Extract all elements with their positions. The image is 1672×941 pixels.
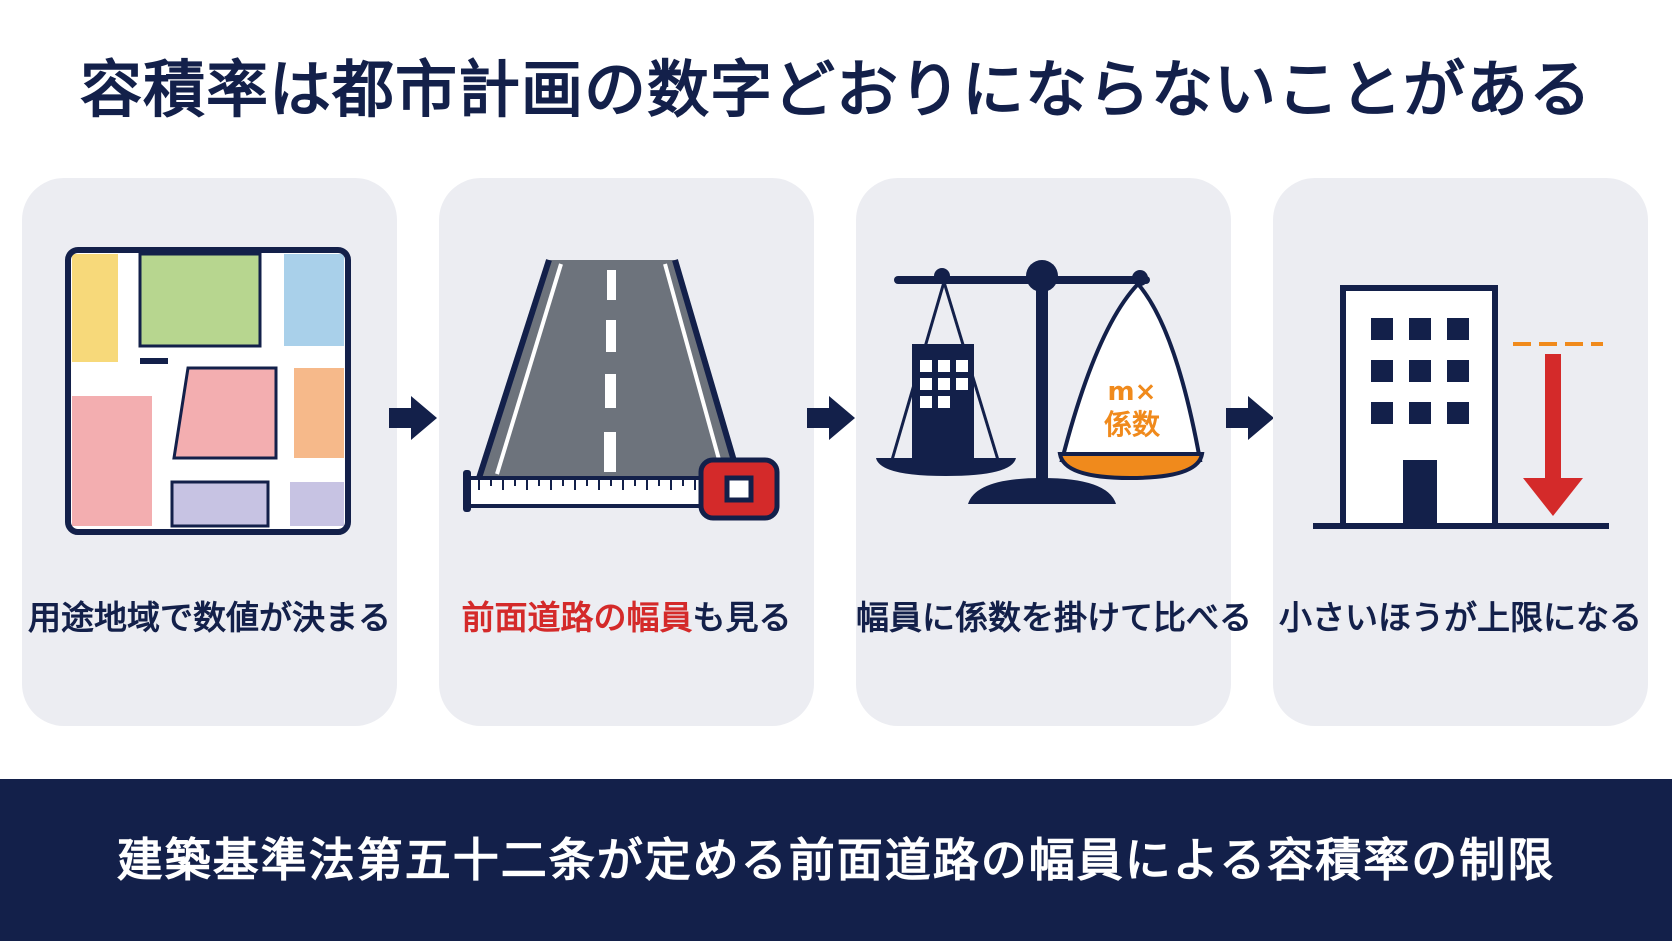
arrow-right-icon — [807, 396, 855, 440]
arrow-right-icon — [389, 396, 437, 440]
pan-text-unit: m× — [1108, 377, 1157, 407]
step-label-limit: 小さいほうが上限になる — [1279, 598, 1642, 637]
balance-scale-icon: m× 係数 — [876, 260, 1205, 504]
step-label-scale: 幅員に係数を掛けて比べる — [856, 598, 1252, 637]
footer-banner: 建築基準法第五十二条が定める前面道路の幅員による容積率の制限 — [0, 779, 1672, 941]
pan-text-coefficient: 係数 — [1104, 408, 1161, 441]
zoning-map-icon — [65, 247, 351, 535]
highlight-road-width: 前面道路の幅員 — [461, 598, 693, 637]
step-card-scale: m× 係数 幅員に係数を掛けて比べる — [856, 178, 1252, 726]
step-label-road: 前面道路の幅員も見る — [439, 588, 814, 648]
arrow-right-icon — [1226, 396, 1274, 440]
road-measure-icon — [463, 259, 780, 521]
building-limit-icon — [1313, 285, 1609, 529]
step-card-limit: 小さいほうが上限になる — [1273, 178, 1648, 726]
step-label-zoning: 用途地域で数値が決まる — [28, 598, 391, 637]
step-card-zoning: 用途地域で数値が決まる — [22, 178, 397, 726]
label-rest: も見る — [692, 598, 792, 637]
page-title: 容積率は都市計画の数字どおりにならないことがある — [79, 53, 1592, 126]
step-card-road: 前面道路の幅員も見る — [439, 178, 814, 726]
footer-text: 建築基準法第五十二条が定める前面道路の幅員による容積率の制限 — [116, 833, 1556, 887]
